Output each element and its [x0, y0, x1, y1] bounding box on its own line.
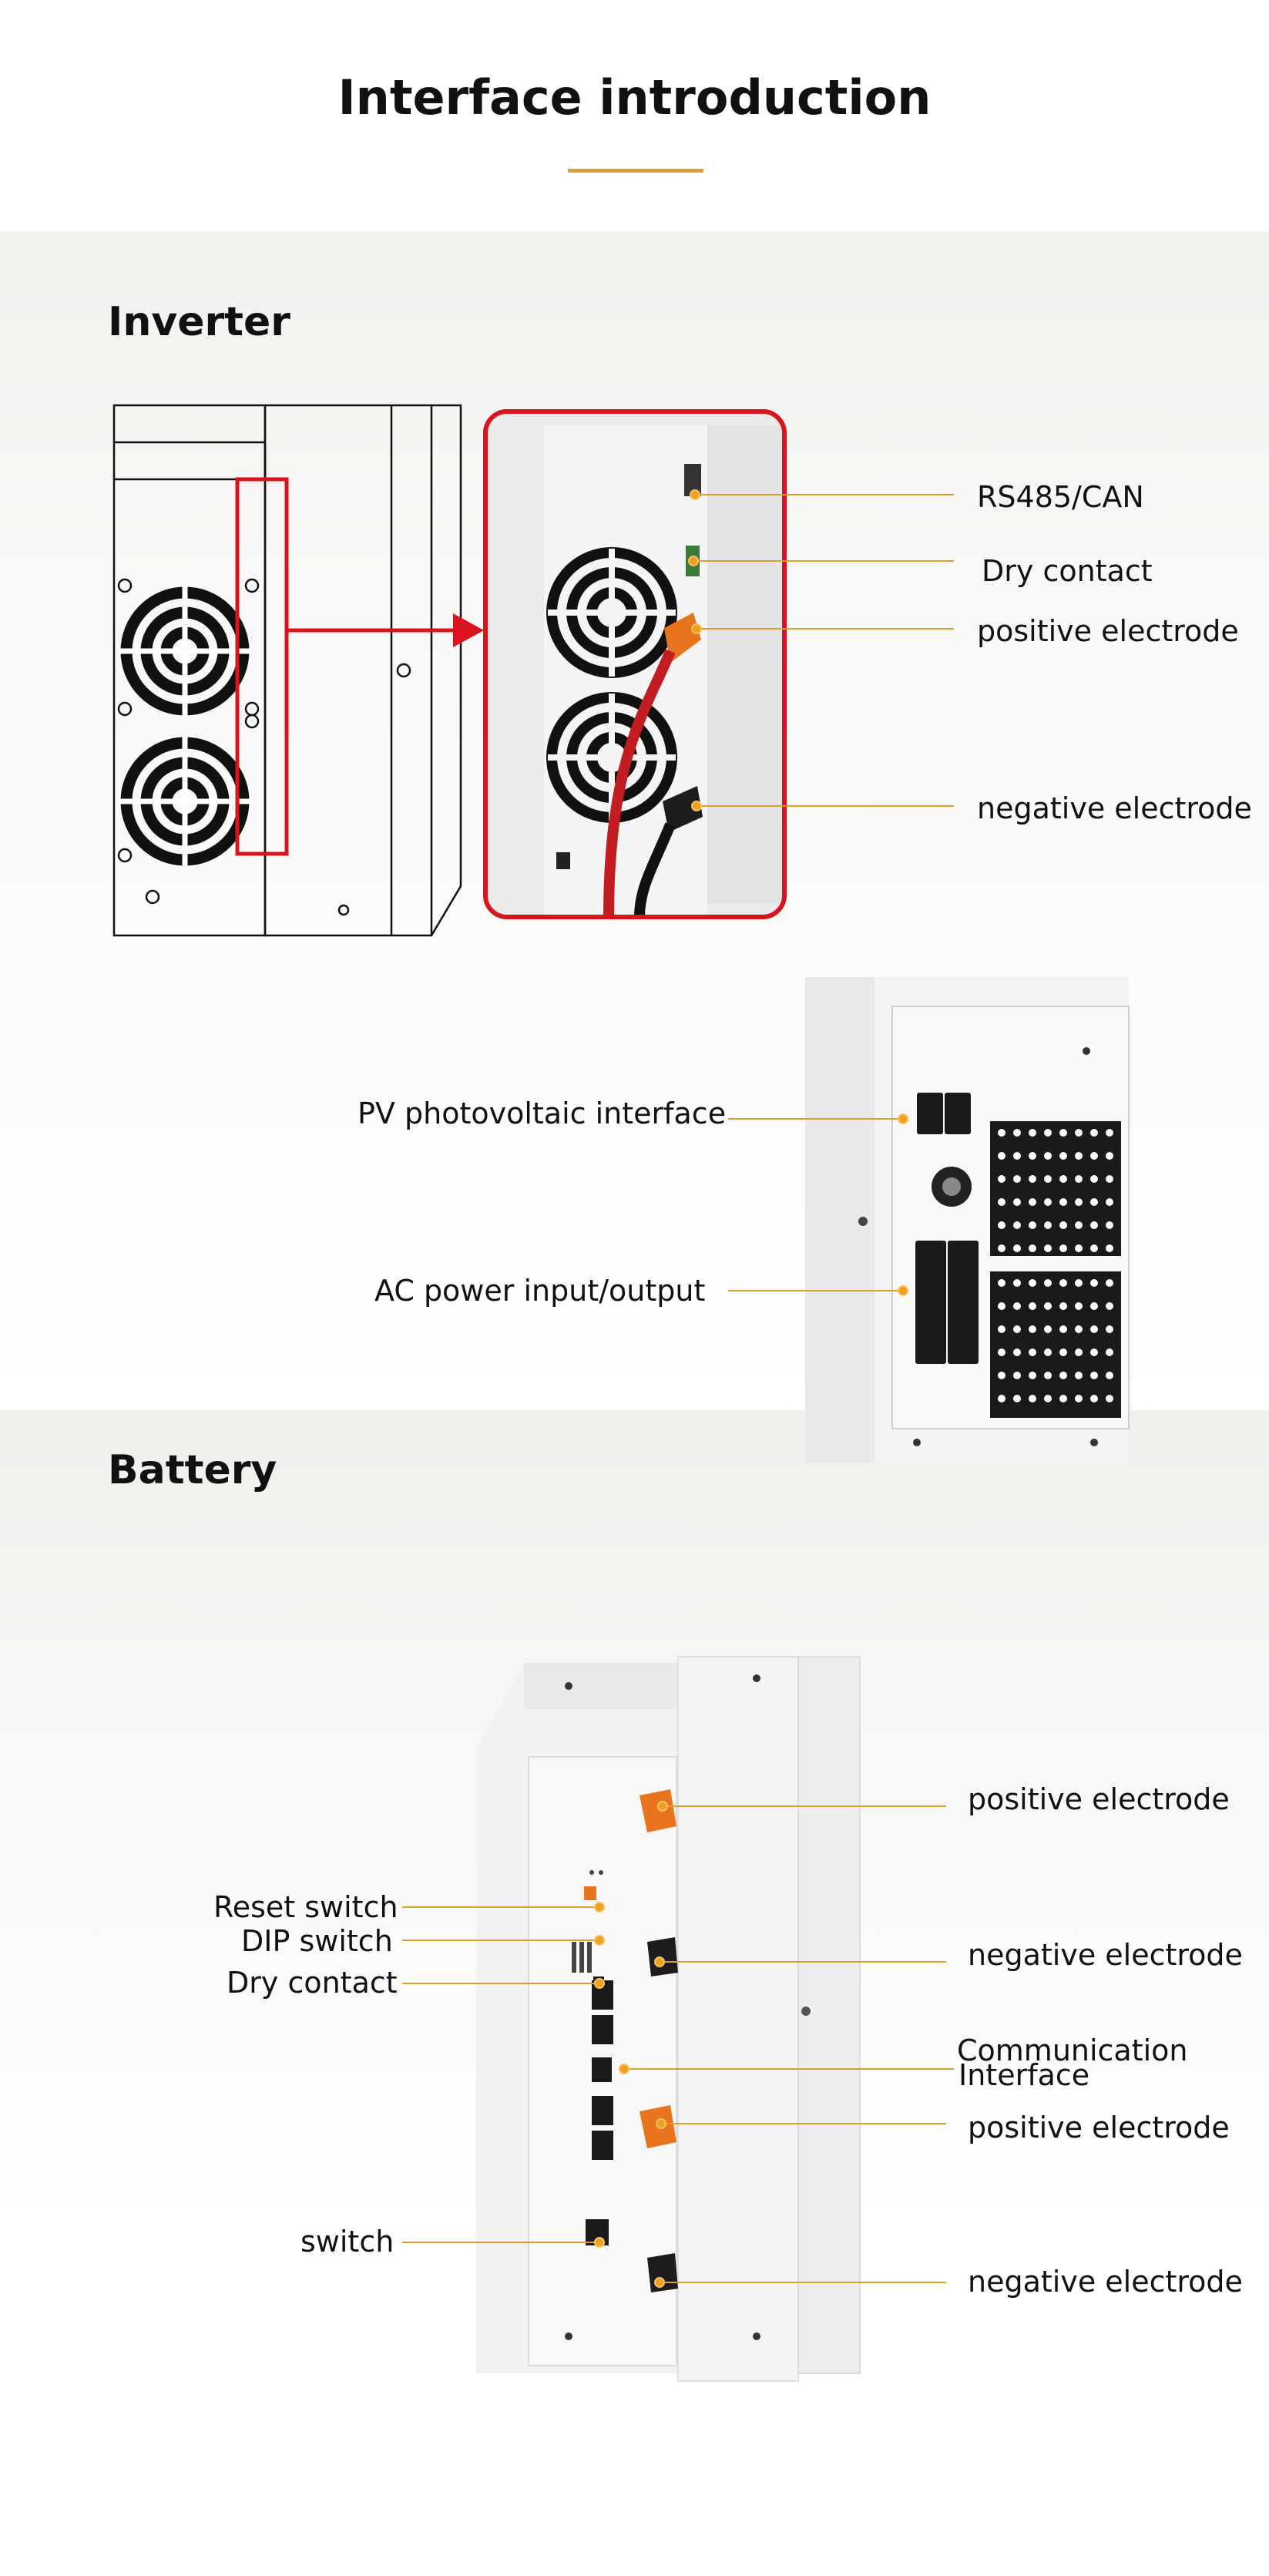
label-battery-negative-1: negative electrode: [968, 1938, 1243, 1972]
label-battery-negative-2: negative electrode: [968, 2265, 1243, 2299]
label-rs485-can: RS485/CAN: [977, 480, 1144, 514]
label-communication-line2: Interface: [958, 2058, 1090, 2092]
title-underline: [568, 169, 703, 173]
label-battery-positive-2: positive electrode: [968, 2111, 1230, 2144]
highlight-box: [235, 477, 289, 856]
label-negative-electrode: negative electrode: [977, 791, 1252, 825]
label-dip-switch: DIP switch: [241, 1924, 393, 1958]
inverter-section-title: Inverter: [108, 299, 290, 345]
battery-section-title: Battery: [108, 1447, 277, 1493]
highlight-arrow: [287, 613, 484, 647]
page-title: Interface introduction: [337, 69, 932, 126]
label-reset-switch: Reset switch: [213, 1890, 398, 1924]
label-ac-power: AC power input/output: [374, 1274, 706, 1308]
label-pv-interface: PV photovoltaic interface: [358, 1097, 727, 1130]
label-positive-electrode: positive electrode: [977, 614, 1239, 648]
label-battery-positive-1: positive electrode: [968, 1782, 1230, 1816]
label-switch: switch: [300, 2225, 394, 2259]
vent-grid: [990, 1121, 1121, 1418]
label-dry-contact: Dry contact: [982, 554, 1153, 588]
label-communication-line1: Communication: [957, 2034, 1188, 2067]
label-battery-dry-contact: Dry contact: [227, 1966, 398, 2000]
battery-ports: [584, 1886, 613, 2245]
